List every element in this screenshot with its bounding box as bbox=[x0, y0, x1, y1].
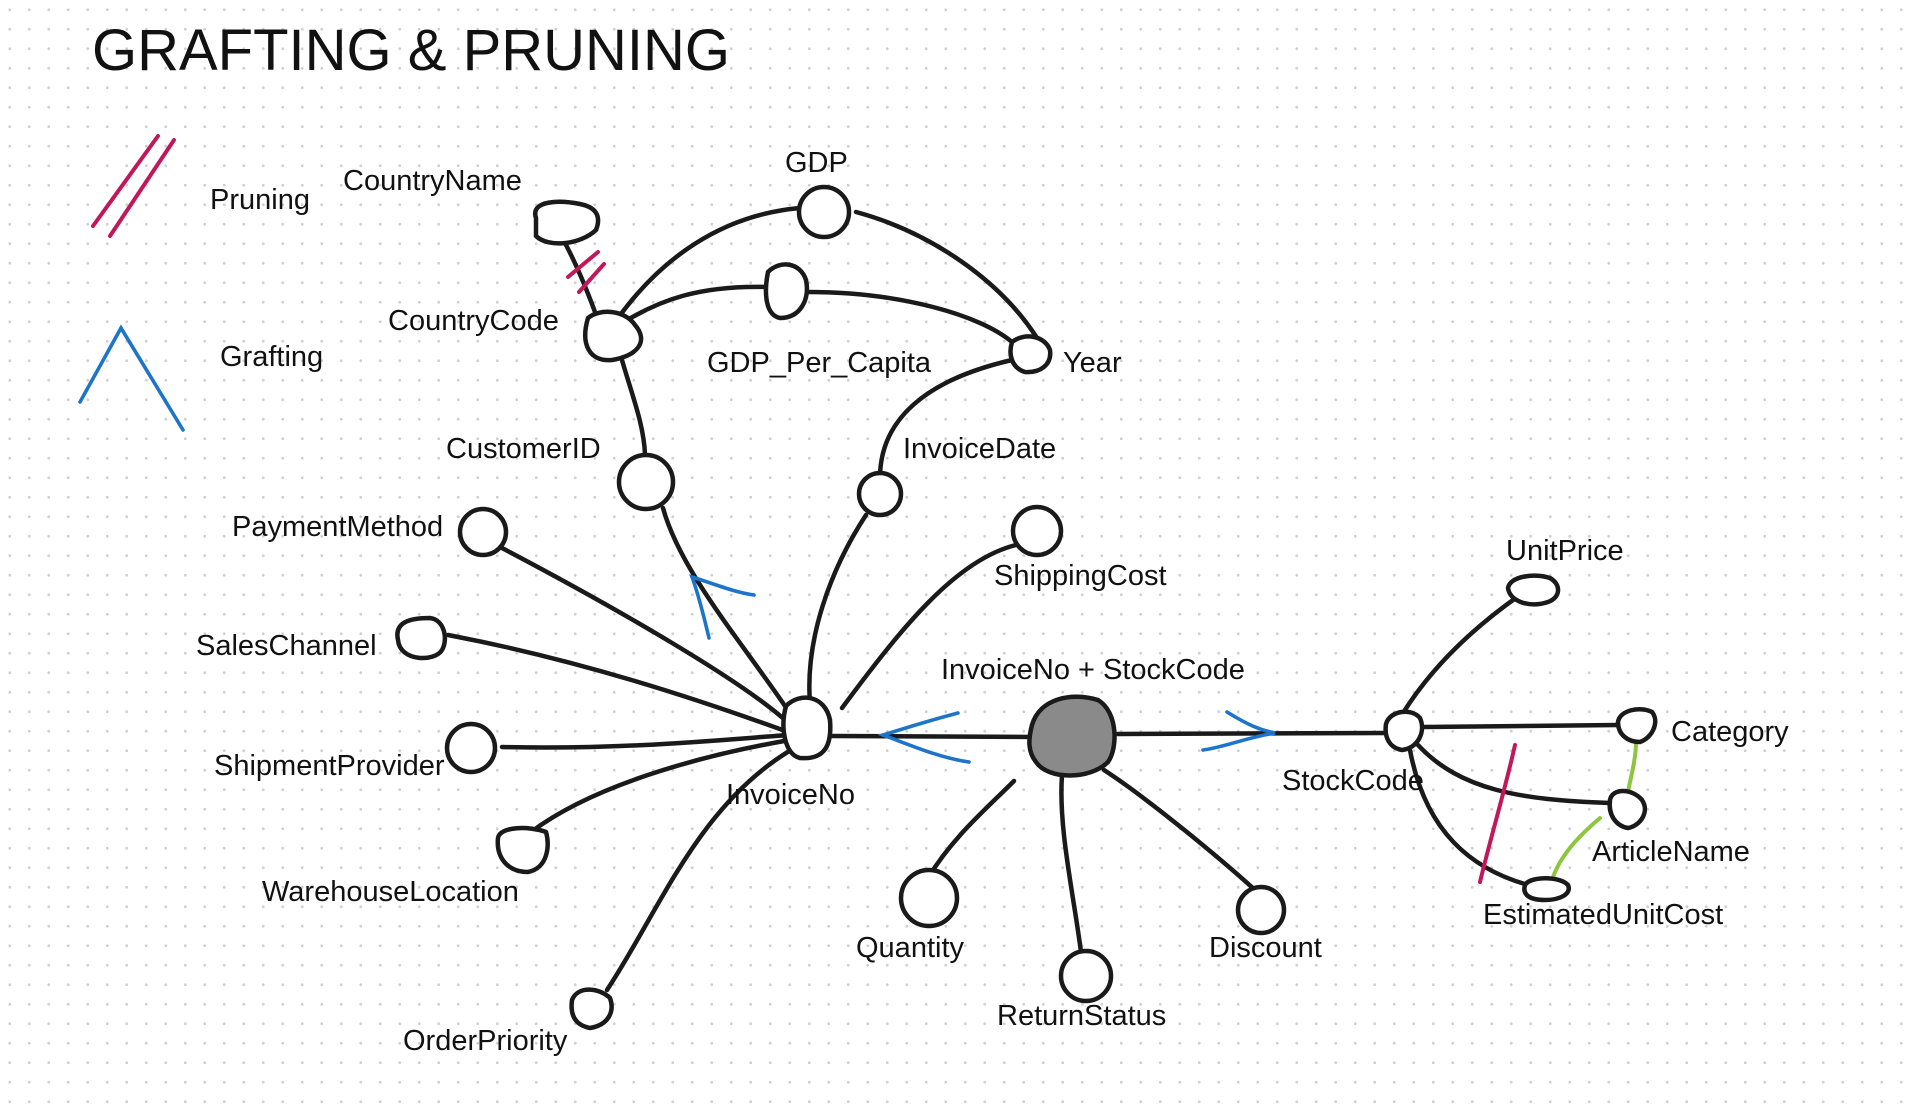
edge-shipmentprovider-invoiceno bbox=[499, 732, 791, 750]
pruning-legend-mark bbox=[108, 138, 176, 238]
label-stockcode: StockCode bbox=[1282, 765, 1424, 797]
node-customerid[interactable] bbox=[616, 452, 676, 512]
pruning-mark-countryname bbox=[577, 262, 606, 294]
node-category[interactable] bbox=[1615, 707, 1658, 745]
node-year[interactable] bbox=[1008, 334, 1053, 375]
grafting-arrow-invoiceno bbox=[877, 711, 971, 764]
node-quantity[interactable] bbox=[898, 867, 960, 929]
node-warehouselocation[interactable] bbox=[495, 825, 550, 875]
node-discount[interactable] bbox=[1235, 884, 1287, 936]
pruning-mark-estimatedunitcost bbox=[1478, 743, 1517, 884]
label-fact: InvoiceNo + StockCode bbox=[941, 654, 1245, 686]
edge-fact-stockcode bbox=[1115, 730, 1388, 737]
label-shipmentprovider: ShipmentProvider bbox=[214, 750, 445, 782]
edge-invoicedate-invoiceno bbox=[807, 512, 869, 706]
label-gdppercapita: GDP_Per_Capita bbox=[707, 347, 932, 379]
edge-warehouselocation-invoiceno bbox=[528, 737, 793, 835]
pruning-mark-countryname bbox=[566, 250, 600, 279]
pruning-legend-mark bbox=[91, 134, 160, 228]
edge-stockcode-unitprice bbox=[1400, 592, 1523, 716]
legend: Pruning Grafting bbox=[78, 134, 323, 432]
edge-saleschannel-invoiceno bbox=[445, 632, 791, 735]
page-title: GRAFTING & PRUNING bbox=[92, 18, 730, 83]
label-category: Category bbox=[1671, 716, 1789, 748]
node-stockcode[interactable] bbox=[1383, 709, 1425, 753]
edge-stockcode-articlename bbox=[1415, 742, 1613, 806]
node-orderpriority[interactable] bbox=[569, 987, 614, 1031]
node-shippingcost[interactable] bbox=[1010, 504, 1064, 558]
label-returnstatus: ReturnStatus bbox=[997, 1000, 1166, 1032]
label-articlename: ArticleName bbox=[1592, 836, 1750, 868]
edge-paymentmethod-invoiceno bbox=[499, 545, 788, 723]
node-fact-invoiceno-stockcode[interactable] bbox=[1027, 694, 1117, 778]
edge-countrycode-gdppercapita bbox=[621, 284, 771, 325]
edge-gdppercapita-year bbox=[805, 289, 1015, 345]
node-invoicedate[interactable] bbox=[856, 470, 904, 518]
node-saleschannel[interactable] bbox=[395, 615, 448, 661]
pruning-legend-label: Pruning bbox=[210, 184, 310, 216]
link-category-articlename bbox=[1626, 740, 1638, 794]
edge-year-invoicedate bbox=[877, 357, 1015, 481]
label-saleschannel: SalesChannel bbox=[196, 630, 377, 662]
label-invoiceno: InvoiceNo bbox=[726, 779, 855, 811]
label-quantity: Quantity bbox=[856, 932, 964, 964]
node-paymentmethod[interactable] bbox=[457, 506, 509, 558]
grafting-legend-mark bbox=[78, 324, 185, 432]
label-warehouselocation: WarehouseLocation bbox=[262, 876, 519, 908]
edge-customerid-invoiceno bbox=[660, 505, 788, 709]
edge-fact-discount bbox=[1101, 767, 1258, 893]
label-countrycode: CountryCode bbox=[388, 305, 559, 337]
node-unitprice[interactable] bbox=[1505, 573, 1561, 607]
node-shipmentprovider[interactable] bbox=[444, 721, 498, 775]
node-invoiceno[interactable] bbox=[781, 695, 833, 761]
node-returnstatus[interactable] bbox=[1058, 948, 1114, 1004]
node-articlename[interactable] bbox=[1607, 788, 1648, 831]
edge-countrycode-countryname bbox=[563, 242, 598, 315]
edge-orderpriority-invoiceno bbox=[604, 743, 801, 993]
label-discount: Discount bbox=[1209, 932, 1322, 964]
label-year: Year bbox=[1063, 347, 1122, 379]
nodes bbox=[395, 184, 1658, 1031]
label-gdp: GDP bbox=[785, 147, 848, 179]
label-paymentmethod: PaymentMethod bbox=[232, 511, 443, 543]
label-unitprice: UnitPrice bbox=[1506, 535, 1624, 567]
edge-fact-quantity bbox=[925, 778, 1017, 881]
edge-stockcode-category bbox=[1421, 722, 1621, 730]
edge-stockcode-estimatedunitcost bbox=[1407, 747, 1535, 889]
edge-invoiceno-fact bbox=[829, 733, 1036, 740]
edges bbox=[445, 205, 1621, 993]
edge-countrycode-customerid bbox=[619, 357, 648, 458]
grafting-marks bbox=[689, 574, 1276, 764]
label-orderpriority: OrderPriority bbox=[403, 1025, 568, 1057]
link-articlename-estimatedunitcost bbox=[1550, 816, 1602, 882]
label-countryname: CountryName bbox=[343, 165, 522, 197]
label-estimatedunitcost: EstimatedUnitCost bbox=[1483, 899, 1723, 931]
edge-shippingcost-invoiceno bbox=[839, 542, 1019, 711]
label-invoicedate: InvoiceDate bbox=[903, 433, 1056, 465]
edge-countrycode-gdp bbox=[615, 205, 803, 321]
label-customerid: CustomerID bbox=[446, 433, 601, 465]
pruning-marks bbox=[566, 250, 1517, 884]
node-gdp[interactable] bbox=[796, 184, 852, 240]
grafting-arrow-customerid bbox=[689, 574, 756, 640]
green-links bbox=[1550, 740, 1638, 882]
grafting-legend-label: Grafting bbox=[220, 341, 323, 373]
node-estimatedunitcost[interactable] bbox=[1522, 876, 1571, 903]
label-shippingcost: ShippingCost bbox=[994, 560, 1167, 592]
node-countrycode[interactable] bbox=[583, 309, 644, 363]
edge-gdp-year bbox=[853, 209, 1040, 341]
grafting-arrow-stockcode bbox=[1201, 710, 1276, 752]
node-gdppercapita[interactable] bbox=[763, 262, 810, 321]
edge-fact-returnstatus bbox=[1059, 772, 1085, 963]
labels: CountryName GDP CountryCode GDP_Per_Capi… bbox=[196, 147, 1789, 1057]
node-countryname[interactable] bbox=[533, 199, 601, 246]
